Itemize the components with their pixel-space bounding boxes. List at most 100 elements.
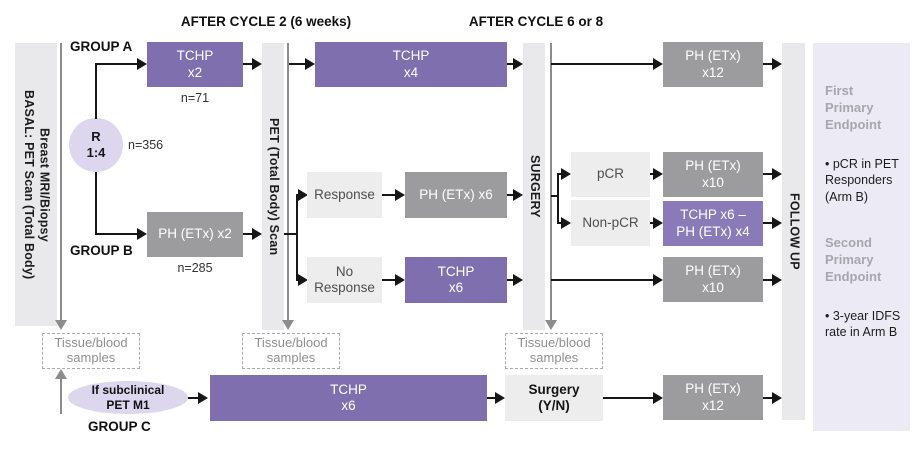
connector-ellipse-to-tchp6c: [188, 397, 198, 399]
pet-samples-line: [287, 43, 289, 320]
groupc-samples-line: [60, 379, 62, 414]
box-pcr-label: pCR: [596, 166, 624, 182]
randomization-circle: R 1:4: [69, 118, 123, 172]
surgery-samples-line: [550, 43, 552, 320]
second-primary-endpoint-title: Second Primary Endpoint: [825, 235, 882, 284]
box-combo-line1: TCHP x6 –: [680, 207, 746, 223]
connector-surgery-branch-vertical: [557, 173, 559, 224]
arrowhead-into-combo: [653, 217, 663, 229]
arrowhead-into-nonpcr: [561, 217, 571, 229]
box-ph-etx-x12-bottom: PH (ETx)x12: [663, 375, 763, 420]
arrowhead-into-ph-x12-bottom: [653, 392, 663, 404]
connector-ph6-to-surgery: [507, 194, 513, 196]
connector-ph2-to-pet: [243, 233, 252, 235]
box-tchp-x6c-line2: x6: [341, 398, 356, 413]
second-primary-endpoint-item: • 3-year IDFS rate in Arm B: [825, 308, 901, 340]
connector-pet-branch-vertical: [296, 194, 298, 281]
box-tchp-x2-line1: TCHP: [176, 48, 214, 64]
ellipse-line1: If subclinical: [91, 383, 165, 398]
pet-scan-bar-label: PET (Total Body) Scan: [266, 117, 281, 256]
arrowhead-into-tchp-x6-c: [198, 392, 208, 404]
box-tchp-x2-line2: x2: [187, 64, 203, 80]
groupc-samples-arrowhead: [55, 369, 67, 379]
arrowhead-into-ph-x10-bottom: [653, 274, 663, 286]
box-surgery-yn-line2: (Y/N): [538, 398, 570, 413]
connector-ph12-to-followup: [763, 63, 772, 65]
box-tchp-x4-line2: x4: [403, 64, 419, 80]
box-ph-etx-x10-top: PH (ETx)x10: [663, 152, 763, 197]
arrowhead-into-tchp-x6: [395, 274, 405, 286]
group-a-label: GROUP A: [70, 39, 133, 54]
connector-surgery-yn-to-ph12: [603, 397, 653, 399]
surgery-bar-label: SURGERY: [527, 155, 542, 218]
endpoints-panel: First Primary Endpoint • pCR in PET Resp…: [813, 43, 910, 431]
header-after-cycle-6-8: AFTER CYCLE 6 or 8: [468, 14, 604, 29]
pet-scan-bar: PET (Total Body) Scan: [262, 43, 284, 330]
box-tchp-x6c-line1: TCHP: [330, 381, 367, 397]
surgery-samples-arrowhead: [545, 320, 557, 330]
box-ph-x10-line2: x10: [702, 279, 724, 295]
box-ph-x10-line1: PH (ETx): [685, 263, 741, 279]
box-no-response-line2: Response: [314, 280, 375, 295]
box-tchp-x4-line1: TCHP: [392, 48, 430, 64]
randomization-ratio: 1:4: [86, 145, 106, 160]
arrowhead-into-surgery-yn: [495, 392, 505, 404]
surgery-bar: SURGERY: [523, 43, 545, 330]
box-tchp6-ph-etx-x4: TCHP x6 –PH (ETx) x4: [663, 201, 763, 246]
arrowhead-into-ph-x12: [653, 58, 663, 70]
connector-surgery-branch-stub: [551, 195, 558, 197]
arrowhead-into-followup-nonpcr: [772, 217, 782, 229]
arrowhead-into-ph-x2: [137, 228, 147, 240]
n-group-b-label: n=285: [177, 261, 213, 275]
basal-bar-line1: BASAL: PET Scan (Total Body): [22, 89, 36, 280]
connector-ph12bottom-to-followup: [763, 397, 772, 399]
n-total-label: n=356: [128, 138, 164, 152]
ellipse-line2: PET M1: [106, 397, 150, 412]
first-primary-endpoint-item: • pCR in PET Responders (Arm B): [825, 156, 899, 204]
arrowhead-into-ph-x10-top: [653, 168, 663, 180]
connector-combo-to-followup: [763, 222, 772, 224]
connector-pcr-to-ph10: [650, 173, 653, 175]
connector-group-b-horizontal: [95, 233, 137, 235]
box-no-response-line1: No: [335, 263, 354, 279]
basal-bar: BASAL: PET Scan (Total Body)Breast MRI/B…: [15, 43, 57, 326]
box-tchp-x6-line1: TCHP: [437, 263, 475, 279]
connector-tchp2-to-pet: [243, 63, 252, 65]
connector-group-a-horizontal: [95, 63, 137, 65]
arrowhead-into-followup-a: [772, 58, 782, 70]
samples-line1: Tissue/blood: [54, 335, 128, 351]
box-tchp-x6-line2: x6: [448, 280, 464, 295]
arrowhead-into-surgery-resp: [513, 189, 523, 201]
box-combo-line2: PH (ETx) x4: [676, 223, 750, 239]
arrowhead-into-followup-noresp: [772, 274, 782, 286]
connector-tchp4-to-surgery: [507, 63, 513, 65]
box-nonpcr-label: Non-pCR: [582, 214, 639, 230]
group-b-label: GROUP B: [70, 243, 133, 258]
connector-response-to-ph6: [382, 194, 395, 196]
samples-line2: samples: [529, 350, 579, 365]
arrowhead-into-tchp-x2: [137, 58, 147, 70]
box-ph-etx-x2: PH (ETx) x2: [147, 212, 243, 257]
connector-pet-to-tchp4: [289, 63, 305, 65]
box-nonpcr: Non-pCR: [571, 200, 650, 246]
followup-bar-label: FOLLOW UP: [787, 193, 802, 270]
arrowhead-into-no-response: [298, 274, 308, 286]
connector-pet-branch-stub: [284, 233, 297, 235]
first-primary-endpoint-title: First Primary Endpoint: [825, 83, 882, 132]
arrowhead-into-response: [298, 189, 308, 201]
box-ph-x12-line2: x12: [702, 397, 724, 413]
samples-line2: samples: [266, 350, 316, 365]
arrowhead-into-followup-pcr: [772, 168, 782, 180]
box-ph-etx-x10-bottom: PH (ETx)x10: [663, 257, 763, 302]
header-after-cycle-2: AFTER CYCLE 2 (6 weeks): [180, 14, 352, 29]
group-c-label: GROUP C: [88, 419, 151, 434]
box-response-label: Response: [314, 186, 375, 202]
connector-to-pcr: [557, 173, 561, 175]
